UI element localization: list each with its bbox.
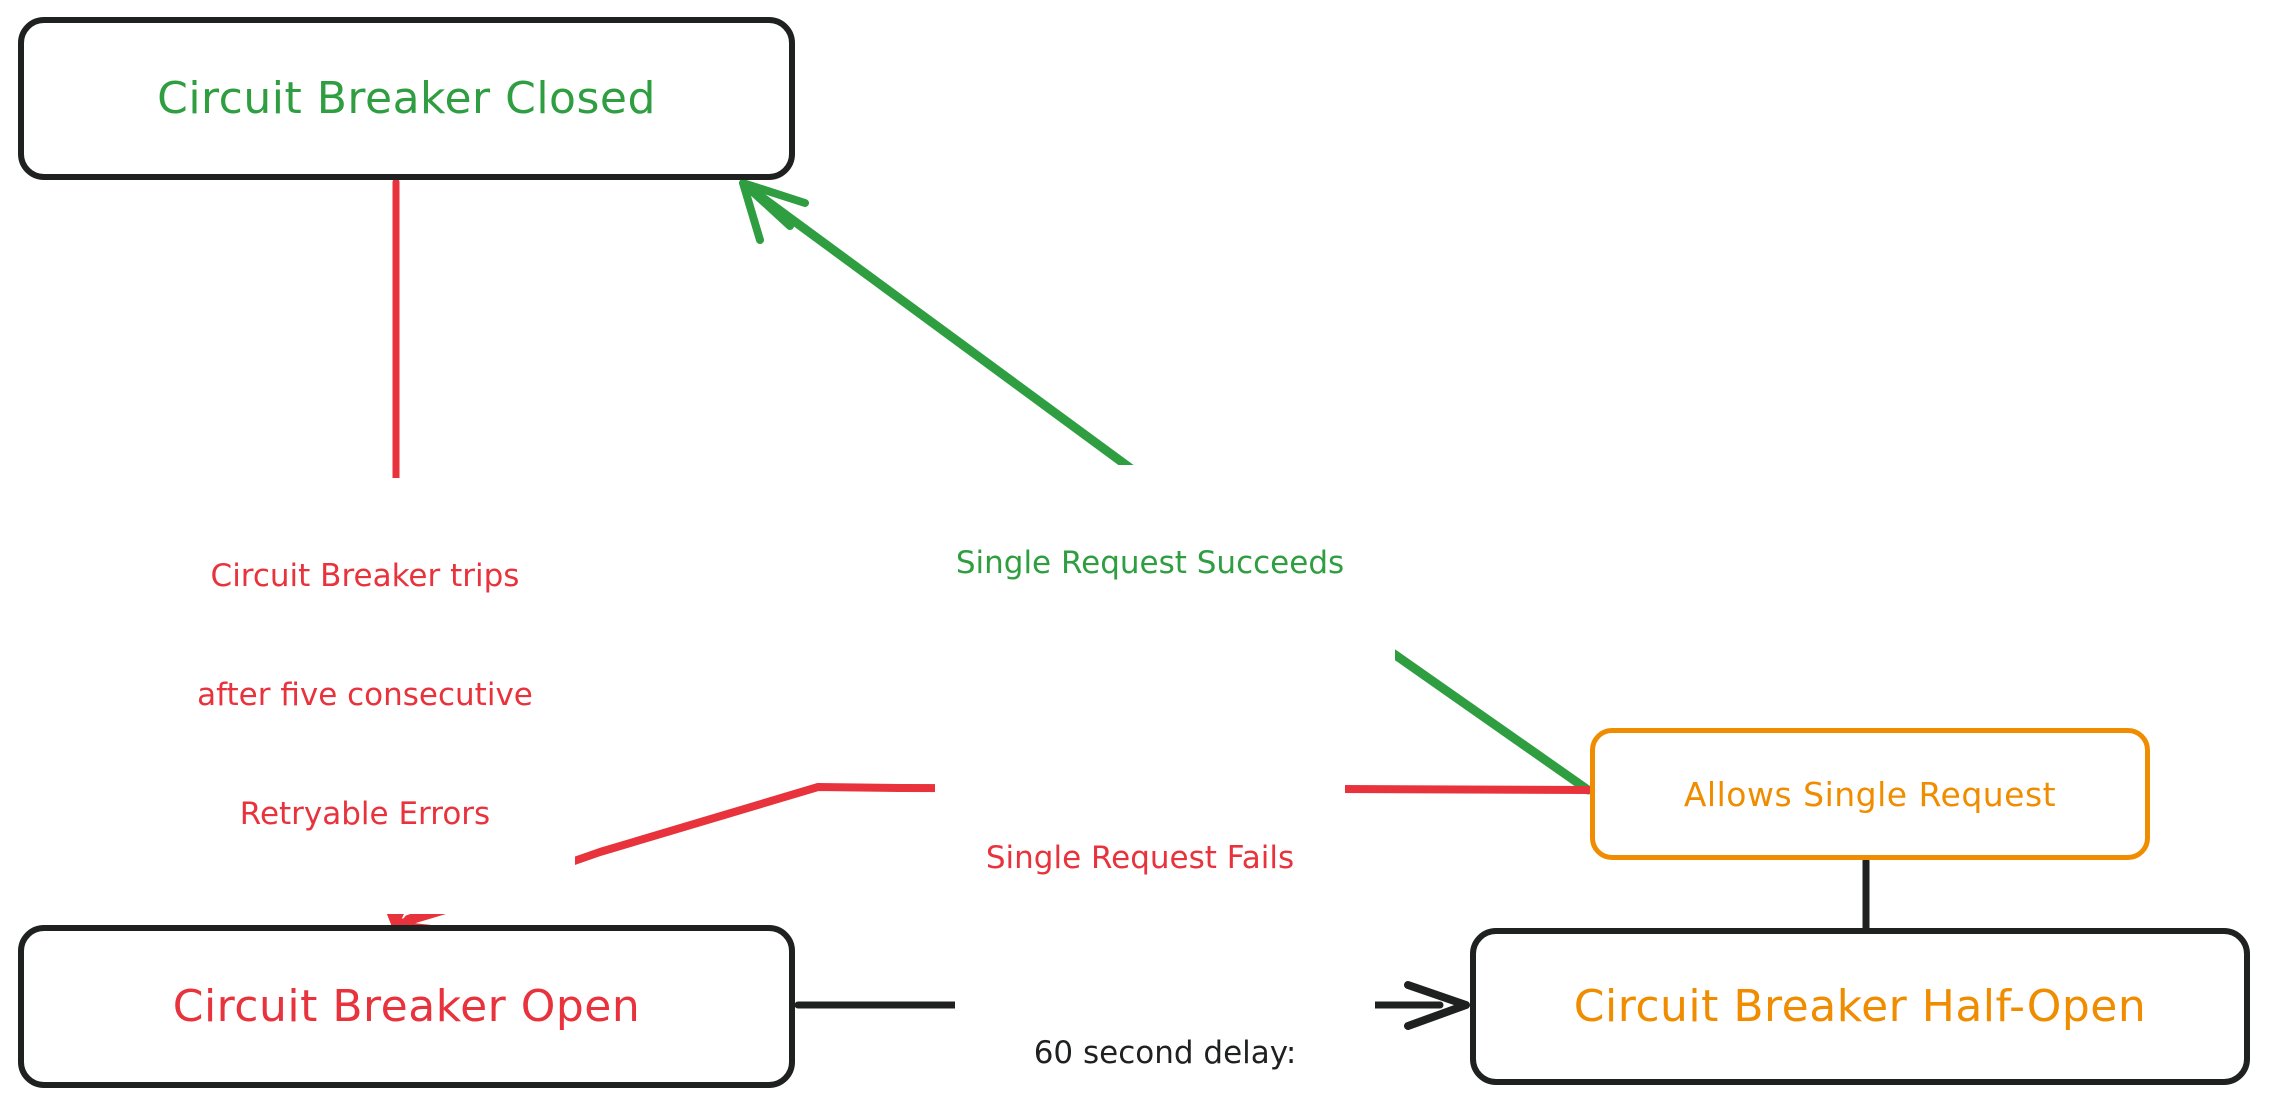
- edge-label-single-request-succeeds: Single Request Succeeds: [905, 465, 1395, 664]
- edge-label-circuit-breaker-trips: Circuit Breaker trips after five consecu…: [155, 478, 575, 915]
- edge-label-line: after five consecutive: [197, 677, 533, 714]
- edge-label-line: Single Request Fails: [985, 840, 1295, 877]
- state-node-label: Circuit Breaker Half-Open: [1573, 981, 2147, 1032]
- state-node-label: Allows Single Request: [1683, 774, 2057, 814]
- state-node-allows-single-request[interactable]: Allows Single Request: [1590, 728, 2150, 860]
- state-node-circuit-breaker-closed[interactable]: Circuit Breaker Closed: [18, 17, 795, 180]
- edge-label-single-request-fails: Single Request Fails: [935, 760, 1345, 959]
- edge-label-line: 60 second delay:: [1033, 1035, 1297, 1072]
- state-node-circuit-breaker-half-open[interactable]: Circuit Breaker Half-Open: [1470, 928, 2250, 1085]
- edge-label-60-second-delay: 60 second delay: No requests allowed: [955, 955, 1375, 1107]
- edge-label-line: Retryable Errors: [239, 796, 491, 833]
- state-node-label: Circuit Breaker Closed: [157, 73, 656, 124]
- edge-label-line: Single Request Succeeds: [955, 545, 1345, 582]
- state-node-circuit-breaker-open[interactable]: Circuit Breaker Open: [18, 925, 795, 1088]
- edge-label-line: Circuit Breaker trips: [210, 558, 520, 595]
- state-node-label: Circuit Breaker Open: [172, 981, 641, 1032]
